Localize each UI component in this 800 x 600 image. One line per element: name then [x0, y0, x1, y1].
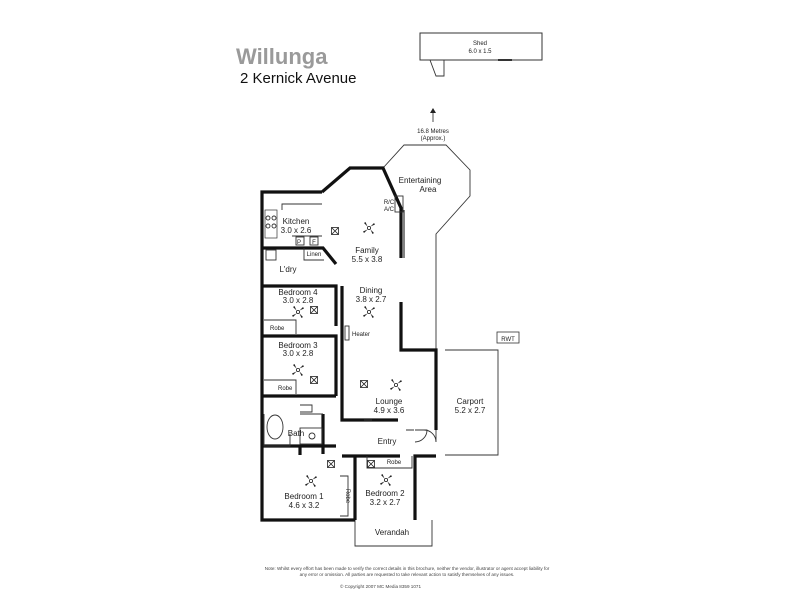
bedroom1-dimensions: 4.6 x 3.2 [289, 501, 320, 510]
bedroom2-dimensions: 3.2 x 2.7 [370, 498, 401, 507]
house-walls [260, 166, 438, 522]
family-dimensions: 5.5 x 3.8 [352, 255, 383, 264]
family-label: Family [355, 246, 379, 255]
bedroom4-label: Bedroom 4 [278, 288, 318, 297]
distance-marker: 16.8 Metres (Approx.) [417, 108, 449, 142]
entertaining-area-outline [382, 144, 471, 350]
carport-label: Carport [457, 397, 484, 406]
entertaining-label-line2: Area [420, 185, 437, 194]
kitchen-label: Kitchen [283, 217, 310, 226]
entry-label: Entry [378, 437, 397, 446]
disclaimer-note: Note: Whilst every effort has been made … [264, 566, 550, 577]
bedroom2-label: Bedroom 2 [365, 489, 405, 498]
copyright-text: © Copyright 2007 MC Media 8359 1071 [340, 584, 422, 589]
fridge-label: F [312, 240, 316, 246]
street-address: 2 Kernick Avenue [240, 70, 357, 87]
dining-dimensions: 3.8 x 2.7 [356, 295, 387, 304]
distance-approx-label: (Approx.) [421, 136, 446, 142]
kitchen-dimensions: 3.0 x 2.6 [281, 226, 312, 235]
ceiling-fan-dining [362, 305, 376, 319]
shed: Shed 6.0 x 1.5 [419, 32, 543, 77]
interior-details [263, 195, 437, 517]
bedroom3-label: Bedroom 3 [278, 341, 318, 350]
vent-marker [367, 460, 375, 468]
ceiling-fan-lounge [389, 378, 403, 392]
bedroom3-dimensions: 3.0 x 2.8 [283, 349, 314, 358]
bedroom1-robe-label: Robe [344, 489, 350, 504]
verandah-label: Verandah [375, 528, 409, 537]
lounge-label: Lounge [376, 397, 403, 406]
ceiling-fan-bedroom2 [379, 473, 393, 487]
vent-marker [310, 306, 318, 314]
internal-walls [262, 246, 400, 520]
pantry-label: P [297, 240, 301, 246]
shed-dimensions: 6.0 x 1.5 [468, 49, 492, 55]
lounge-dimensions: 4.9 x 3.6 [374, 406, 405, 415]
vent-marker [331, 227, 339, 235]
bath-label: Bath [288, 429, 304, 438]
carport-outline [445, 349, 499, 456]
carport-dimensions: 5.2 x 2.7 [455, 406, 486, 415]
ceiling-fan-bedroom4 [291, 305, 305, 319]
rwt-label: RWT [501, 337, 515, 343]
bedroom4-dimensions: 3.0 x 2.8 [283, 296, 314, 305]
vent-marker [310, 376, 318, 384]
laundry-label: L'dry [279, 265, 296, 274]
linen-label: Linen [307, 252, 322, 258]
suburb-title: Willunga [236, 44, 328, 69]
bedroom1-label: Bedroom 1 [284, 492, 324, 501]
bedroom3-robe-label: Robe [278, 386, 293, 392]
rc-ac-label-line1: R/C [384, 200, 395, 206]
rc-ac-label-line2: A/C [384, 207, 395, 213]
distance-label: 16.8 Metres [417, 129, 449, 135]
verandah-outline [354, 520, 433, 547]
bedroom4-robe-label: Robe [270, 326, 285, 332]
vent-marker [360, 380, 368, 388]
bedroom2-robe-label: Robe [387, 460, 402, 466]
ceiling-fan-family [362, 221, 376, 235]
dining-label: Dining [360, 286, 383, 295]
ceiling-fan-bedroom1 [304, 474, 318, 488]
entertaining-label-line1: Entertaining [399, 176, 442, 185]
shed-label: Shed [473, 41, 487, 47]
heater-label: Heater [352, 332, 370, 338]
vent-marker [327, 460, 335, 468]
ceiling-fan-bedroom3 [291, 363, 305, 377]
